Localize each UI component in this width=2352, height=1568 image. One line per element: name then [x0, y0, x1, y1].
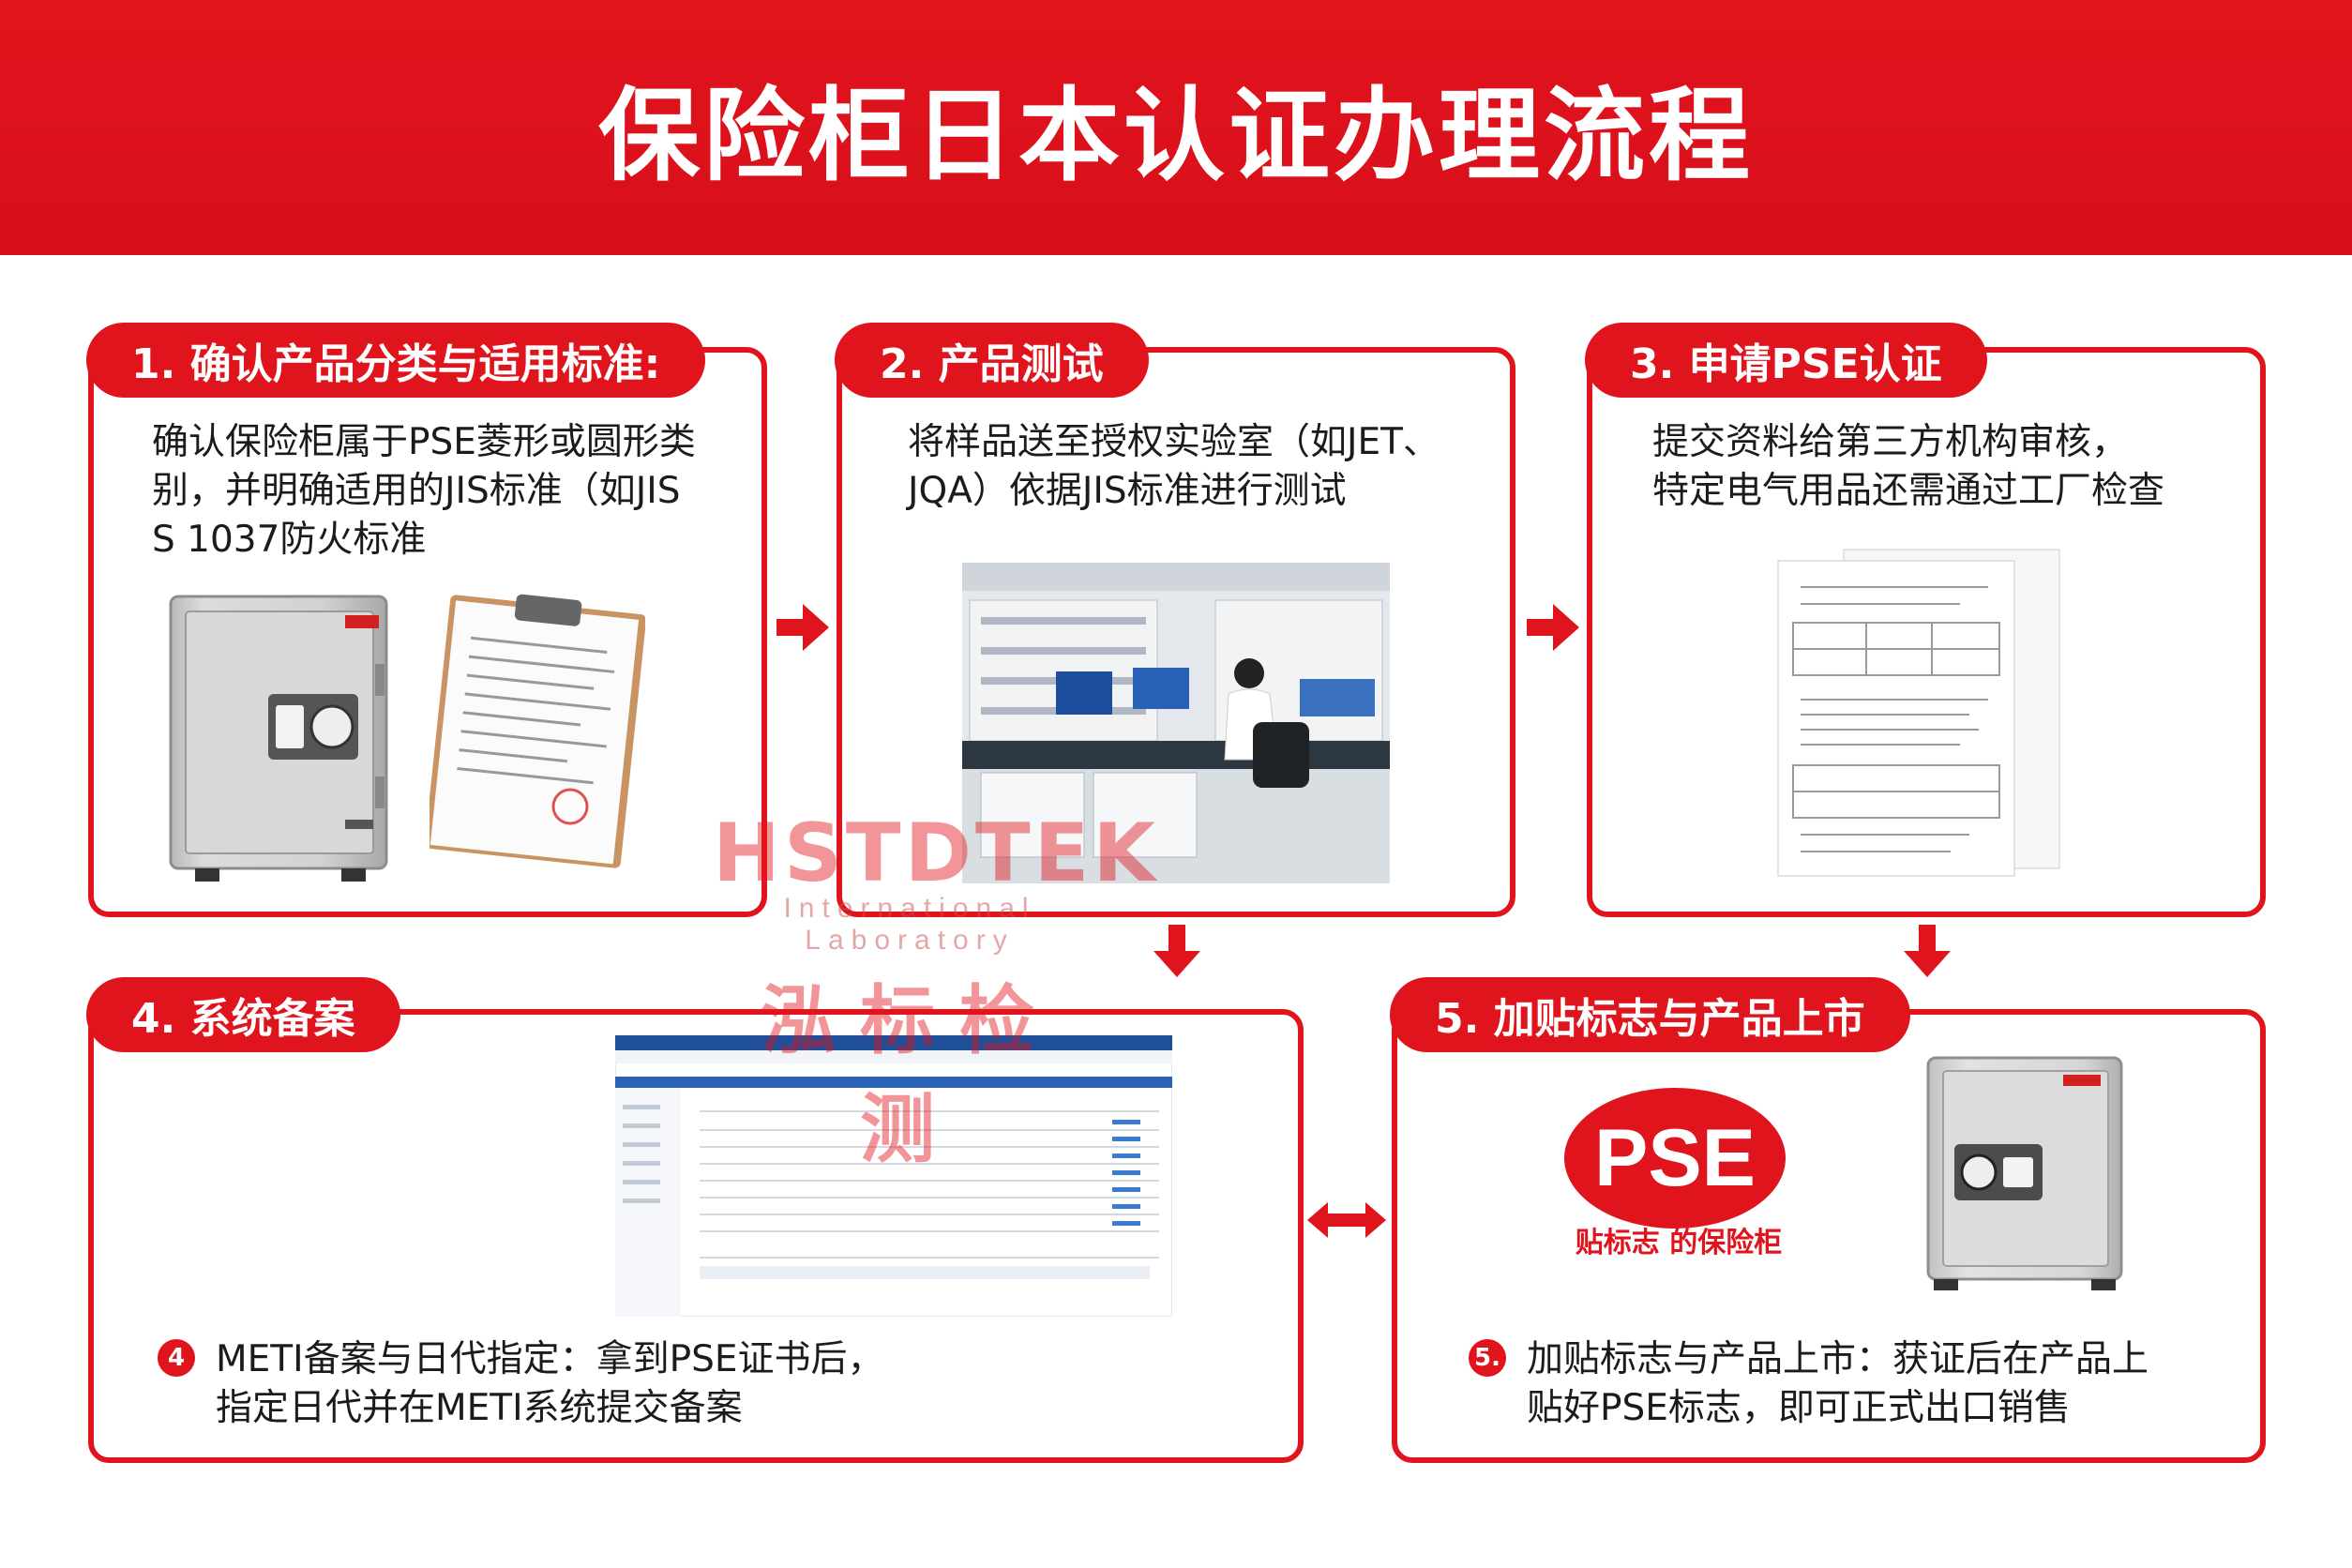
safe-illustration	[169, 595, 388, 882]
arrow-down-icon	[1904, 925, 1951, 977]
step-5-label: 5. 加贴标志与产品上市	[1390, 977, 1910, 1052]
step-2-description: 将样品送至授权实验室（如JET、 JQA）依据JIS标准进行测试	[908, 421, 1440, 512]
step-5-description: 5.加贴标志与产品上市：获证后在产品上 贴好PSE标志，即可正式出口销售	[1469, 1335, 2238, 1433]
double-arrow-icon	[1307, 1202, 1386, 1238]
safe-with-pse-illustration	[1926, 1056, 2123, 1290]
meti-system-screenshot	[615, 1035, 1172, 1317]
pse-caption: 贴标志 的保险柜	[1575, 1227, 1783, 1259]
arrow-right-icon	[1527, 604, 1579, 651]
application-documents-illustration	[1777, 549, 2060, 877]
step-5-number-badge: 5.	[1469, 1338, 1506, 1377]
clipboard-document-illustration	[430, 594, 645, 868]
step-1-label: 1. 确认产品分类与适用标准:	[86, 323, 706, 398]
page-title: 保险柜日本认证办理流程	[597, 78, 1754, 195]
pse-logo: PSE	[1564, 1088, 1786, 1229]
step-4-number-badge: 4	[158, 1338, 195, 1377]
laboratory-image	[962, 563, 1390, 883]
step-3-description: 提交资料给第三方机构审核， 特定电气用品还需通过工厂检查	[1652, 421, 2165, 512]
step-1-description: 确认保险柜属于PSE菱形或圆形类 别，并明确适用的JIS标准（如JIS S 10…	[152, 421, 696, 561]
arrow-down-icon	[1153, 925, 1200, 977]
step-2-label: 2. 产品测试	[835, 323, 1149, 398]
header-banner: 保险柜日本认证办理流程	[0, 0, 2352, 255]
step-4-label: 4. 系统备案	[86, 977, 400, 1052]
arrow-right-icon	[776, 604, 829, 651]
step-3-label: 3. 申请PSE认证	[1585, 323, 1987, 398]
